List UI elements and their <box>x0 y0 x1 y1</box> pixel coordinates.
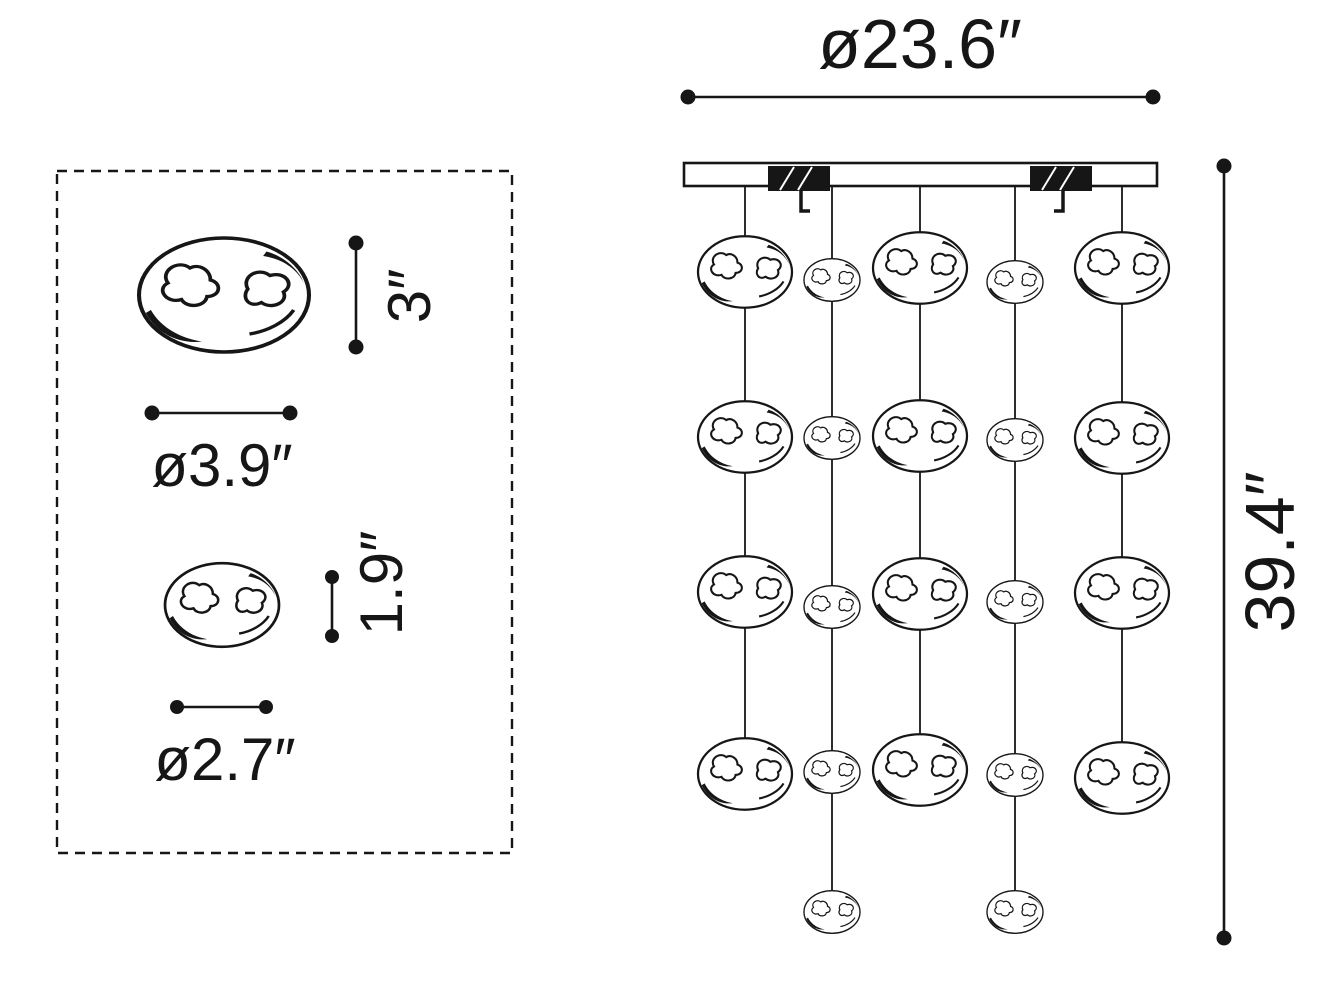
canopy-width-dimension: ø23.6″ <box>680 5 1161 105</box>
detail-panel-border <box>55 169 514 855</box>
overall-height-label: 39.4″ <box>1231 471 1309 632</box>
crystal-bead <box>696 235 794 309</box>
canopy-width-label: ø23.6″ <box>818 5 1022 83</box>
overall-height-dimension: 39.4″ <box>1216 158 1309 946</box>
strand-2 <box>803 186 861 934</box>
crystal-bead <box>986 260 1044 304</box>
small-crystal-height-label: 1.9″ <box>348 531 415 636</box>
crystal-bead <box>1073 741 1171 815</box>
crystal-bead <box>871 231 969 305</box>
crystal-bead <box>803 585 861 629</box>
mounting-bracket-right <box>1030 166 1092 213</box>
crystal-bead <box>696 400 794 474</box>
crystal-bead <box>986 890 1044 934</box>
small-crystal-height-dimension: 1.9″ <box>325 531 415 643</box>
crystal-bead <box>1073 556 1171 630</box>
large-crystal-diameter-label: ø3.9″ <box>151 432 292 499</box>
crystal-bead <box>1073 231 1171 305</box>
crystal-bead <box>871 557 969 631</box>
detail-panel: 3″ ø3.9″ 1.9″ ø2.7″ <box>55 169 514 855</box>
crystal-bead <box>696 555 794 629</box>
large-crystal-diameter-dimension: ø3.9″ <box>144 405 298 499</box>
crystal-bead <box>986 580 1044 624</box>
crystal-bead <box>871 399 969 473</box>
crystal-bead <box>696 737 794 811</box>
front-view: ø23.6″ <box>680 5 1309 946</box>
large-crystal-height-label: 3″ <box>376 269 443 324</box>
large-crystal-detail <box>139 238 309 352</box>
crystal-bead <box>1073 401 1171 475</box>
strand-4 <box>986 186 1044 934</box>
crystal-bead <box>803 890 861 934</box>
strand-1 <box>696 186 794 811</box>
small-crystal-diameter-label: ø2.7″ <box>154 726 295 793</box>
crystal-bead <box>871 733 969 807</box>
crystal-bead <box>803 416 861 460</box>
strand-5 <box>1073 186 1171 815</box>
small-crystal-detail <box>163 561 281 649</box>
crystal-bead <box>803 750 861 794</box>
canopy <box>682 161 1159 213</box>
large-crystal-height-dimension: 3″ <box>348 235 443 355</box>
small-crystal-diameter-dimension: ø2.7″ <box>154 700 296 793</box>
crystal-bead <box>986 753 1044 797</box>
crystal-bead <box>986 418 1044 462</box>
strand-3 <box>871 186 969 807</box>
mounting-bracket-left <box>768 166 830 213</box>
crystal-bead <box>803 258 861 302</box>
